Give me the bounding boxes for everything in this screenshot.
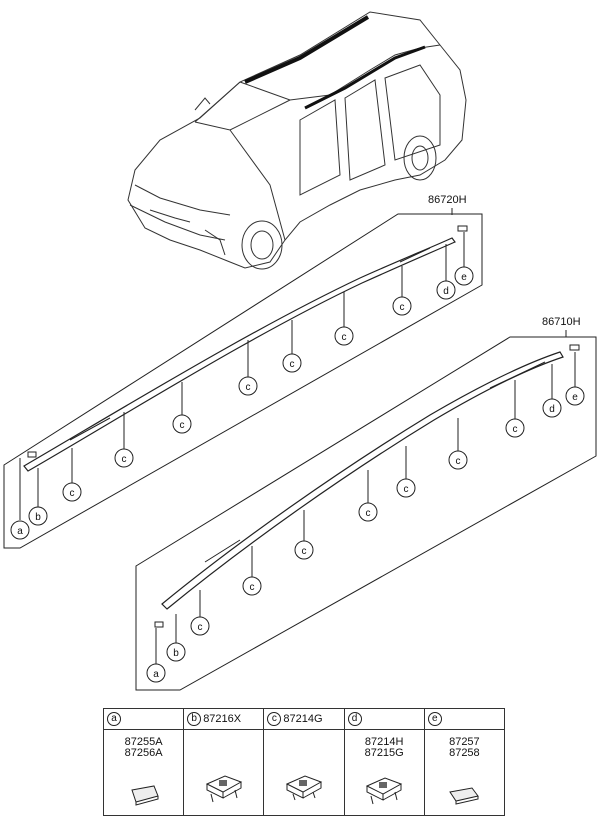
- assembly-part-number: 86710H: [542, 316, 581, 328]
- callout-c-label: c: [250, 582, 255, 593]
- legend-part-number: 87258: [449, 747, 480, 759]
- callout-c-label: c: [342, 332, 347, 343]
- legend-key-a: a: [107, 712, 121, 726]
- part-icon-e: [457, 225, 468, 232]
- legend-header-a: a: [102, 708, 185, 730]
- callout-d-label: d: [443, 286, 449, 297]
- part-a-icon: [130, 785, 159, 806]
- callout-c-label: c: [180, 420, 185, 431]
- callout-c-label: c: [400, 302, 405, 313]
- callout-a-label: a: [153, 669, 159, 680]
- assembly-outline: [135, 336, 597, 691]
- part-b-icon: [205, 775, 242, 803]
- part-e-icon: [449, 787, 480, 805]
- legend-part-number: 87216X: [203, 713, 242, 725]
- legend-key-e: e: [427, 712, 442, 726]
- legend-part-number: 87214H: [364, 736, 404, 748]
- part-c-icon: [285, 775, 323, 801]
- part-d-icon: [365, 777, 403, 805]
- callout-e-label: e: [461, 272, 467, 283]
- vehicle-illustration: [127, 11, 467, 270]
- callout-c-label: c: [198, 622, 203, 633]
- callout-group: a b c c c c c c c d e: [10, 232, 474, 540]
- part-icon-e: [569, 344, 580, 351]
- part-icon-a: [154, 621, 164, 628]
- legend-part-number: 87214G: [283, 713, 323, 725]
- callout-a-label: a: [17, 526, 23, 537]
- assembly-part-number: 86720H: [428, 194, 467, 206]
- legend-part-number: 87256A: [124, 747, 163, 759]
- legend-cell-b: [183, 729, 265, 816]
- assembly-lower: 86710H a b c c c c c c c d e: [135, 316, 597, 691]
- legend-key-d: d: [347, 712, 362, 726]
- callout-b-label: b: [173, 648, 179, 659]
- callout-c-label: c: [290, 359, 295, 370]
- legend-cell-c: [263, 729, 345, 816]
- callout-c-label: c: [122, 454, 127, 465]
- callout-e-label: e: [572, 392, 578, 403]
- callout-c-label: c: [456, 456, 461, 467]
- legend-part-number: 87255A: [124, 736, 163, 748]
- legend-part-number: 87257: [449, 736, 480, 748]
- legend-header-d: d: [343, 708, 425, 730]
- callout-c-label: c: [404, 484, 409, 495]
- callout-group: a b c c c c c c c d e: [146, 352, 585, 683]
- callout-c-label: c: [302, 546, 307, 557]
- callout-c-label: c: [513, 424, 518, 435]
- legend-key-b: b: [187, 712, 202, 726]
- callout-c-label: c: [70, 488, 75, 499]
- legend-header-e: e: [423, 708, 506, 730]
- roof-rail-upper: [23, 237, 456, 472]
- legend-key-c: c: [267, 712, 282, 726]
- part-icon-a: [27, 451, 37, 458]
- callout-d-label: d: [549, 404, 555, 415]
- assembly-outline: [3, 213, 483, 549]
- callout-b-label: b: [35, 512, 41, 523]
- assembly-upper: 86720H a b c c c c c c c d e: [3, 194, 483, 549]
- callout-c-label: c: [366, 508, 371, 519]
- legend-part-number: 87215G: [364, 747, 404, 759]
- callout-c-label: c: [246, 382, 251, 393]
- roof-rail-lower: [161, 351, 564, 610]
